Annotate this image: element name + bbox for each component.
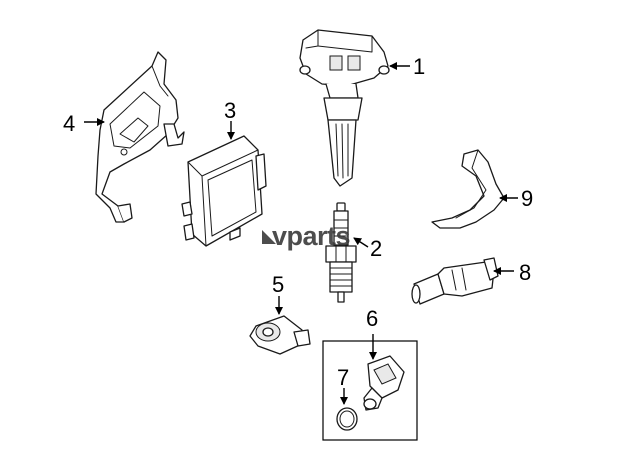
vparts-logo-mark xyxy=(262,230,276,244)
callout-1: 1 xyxy=(413,54,425,79)
heat-shield xyxy=(431,149,505,229)
vparts-logo-text: vparts xyxy=(272,221,350,251)
callout-6: 6 xyxy=(366,306,378,331)
callout-2: 2 xyxy=(370,236,382,261)
engine-control-module xyxy=(181,135,267,247)
ignition-coil xyxy=(299,29,390,187)
sensor-kit-box xyxy=(322,340,418,441)
leader-2 xyxy=(353,237,369,248)
callout-7: 7 xyxy=(337,365,349,390)
o-ring xyxy=(336,407,358,431)
vparts-watermark: vparts xyxy=(262,221,351,251)
crankshaft-position-sensor xyxy=(411,257,499,305)
knock-sensor xyxy=(249,315,311,355)
callout-4: 4 xyxy=(63,111,75,136)
camshaft-position-sensor xyxy=(363,355,405,411)
callout-5: 5 xyxy=(272,272,284,297)
callout-8: 8 xyxy=(519,260,531,285)
callout-3: 3 xyxy=(224,98,236,123)
callout-9: 9 xyxy=(521,186,533,211)
mounting-bracket xyxy=(95,51,185,223)
spark-plug xyxy=(325,202,357,303)
